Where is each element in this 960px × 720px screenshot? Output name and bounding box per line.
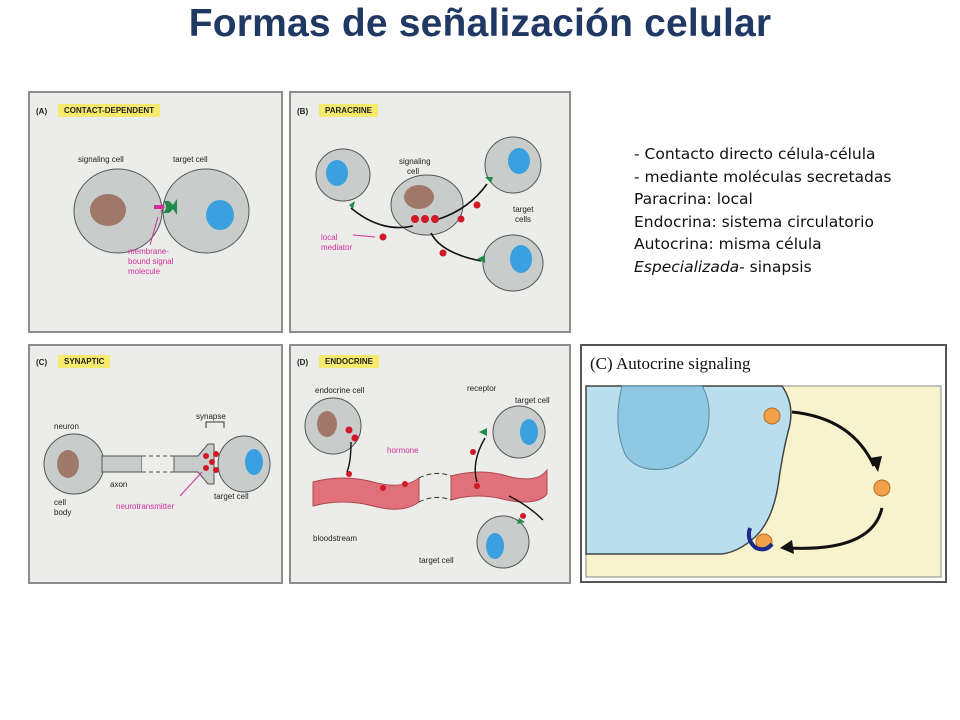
- signal-arrow: [154, 201, 165, 213]
- label-cell: cell: [54, 498, 67, 507]
- label-membrane: membrane-: [128, 247, 169, 256]
- label-target-cell: target cell: [214, 492, 249, 501]
- note-italic: Especializada: [634, 257, 740, 276]
- nucleus-brown: [90, 194, 126, 226]
- panel-letter: (B): [297, 107, 309, 116]
- endocrine-diagram: [304, 397, 548, 569]
- label-target-cell: target cell: [173, 155, 208, 164]
- nucleus-blue: [206, 200, 234, 230]
- target-cell-top: [492, 405, 546, 459]
- pointer-line: [149, 216, 159, 246]
- label-neuron: neuron: [54, 422, 79, 431]
- panel-endocrine: (D) ENDOCRINE endocrine cell receptor ta…: [289, 344, 571, 584]
- label-endocrine-cell: endocrine cell: [315, 386, 365, 395]
- autocrine-nucleus: [617, 385, 710, 470]
- page-title: Formas de señalización celular: [188, 2, 772, 45]
- label-bound-signal: bound signal: [128, 257, 174, 266]
- panel-synaptic: (C) SYNAPTIC neuron synapse axon cell bo…: [28, 344, 283, 584]
- label-signaling: signaling: [399, 157, 431, 166]
- panel-paracrine: (B) PARACRINE signaling cell target cell…: [289, 91, 571, 333]
- label-bloodstream: bloodstream: [313, 534, 358, 543]
- label-target: target: [513, 205, 534, 214]
- label-target-cell-bottom: target cell: [419, 556, 454, 565]
- contact-dependent-diagram: [73, 168, 250, 254]
- label-hormone: hormone: [387, 446, 419, 455]
- label-synapse: synapse: [196, 412, 226, 421]
- synaptic-diagram: [43, 421, 271, 497]
- note-item: - mediante moléculas secretadas: [634, 167, 892, 186]
- panel-tag: SYNAPTIC: [58, 355, 111, 368]
- note-item-specialized: Especializada- sinapsis: [634, 256, 958, 279]
- label-neurotransmitter: neurotransmitter: [116, 502, 175, 511]
- panel-tag: ENDOCRINE: [319, 355, 380, 368]
- note-rest: - sinapsis: [739, 257, 812, 276]
- panel-letter: (D): [297, 358, 309, 367]
- panel-tag: CONTACT-DEPENDENT: [58, 104, 161, 117]
- label-axon: axon: [110, 480, 128, 489]
- label-receptor: receptor: [467, 384, 497, 393]
- panel-letter: (C): [36, 358, 48, 367]
- panel-letter: (A): [36, 107, 48, 116]
- label-signaling-cell: signaling cell: [78, 155, 124, 164]
- label-local: local: [321, 233, 338, 242]
- label-molecule: molecule: [128, 267, 161, 276]
- label-target-cell-top: target cell: [515, 396, 550, 405]
- note-item: - Contacto directo célula-célula: [634, 145, 876, 163]
- label-cell: cell: [407, 167, 420, 176]
- note-item: Endocrina: sistema circulatorio: [634, 212, 874, 231]
- notes-list: - Contacto directo célula-célula - media…: [634, 143, 958, 278]
- label-cells: cells: [515, 215, 532, 224]
- note-item: Autocrina: misma célula: [634, 235, 822, 253]
- autocrine-title: (C) Autocrine signaling: [590, 354, 751, 373]
- panel-autocrine: (C) Autocrine signaling: [580, 344, 947, 583]
- autocrine-diagram: [585, 385, 942, 578]
- panel-contact-dependent: (A) CONTACT-DEPENDENT signaling cell tar…: [28, 91, 283, 333]
- receptor: [163, 199, 177, 215]
- paracrine-diagram: [315, 136, 544, 292]
- target-cell: [162, 168, 250, 254]
- label-mediator: mediator: [321, 243, 353, 252]
- note-item: Paracrina: local: [634, 190, 753, 208]
- panel-tag: PARACRINE: [319, 104, 378, 117]
- label-body: body: [54, 508, 72, 517]
